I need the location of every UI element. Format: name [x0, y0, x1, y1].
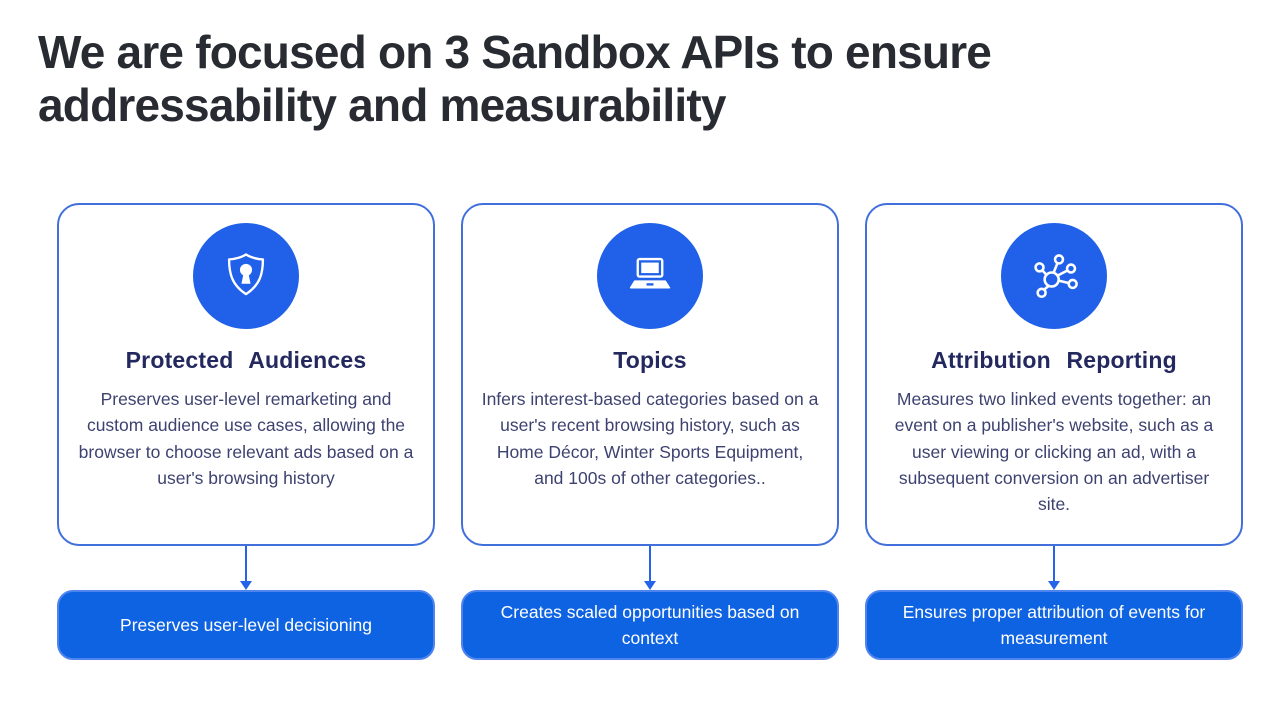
card-description: Measures two linked events together: an … [894, 389, 1214, 514]
outcome-box: Preserves user-level decisioning [57, 590, 435, 660]
card-description: Infers interest-based categories based o… [481, 389, 819, 488]
card-title: Topics [613, 347, 687, 373]
api-column-attribution-reporting: Attribution Reporting Measures two linke… [865, 203, 1243, 660]
arrow-head-icon [644, 581, 656, 590]
arrow-line [649, 546, 651, 582]
outcome-box: Ensures proper attribution of events for… [865, 590, 1243, 660]
api-column-protected-audiences: Protected Audiences Preserves user-level… [57, 203, 435, 660]
api-columns: Protected Audiences Preserves user-level… [57, 203, 1243, 660]
outcome-label: Ensures proper attribution of events for… [902, 601, 1206, 648]
outcome-label: Creates scaled opportunities based on co… [500, 601, 800, 648]
arrow-head-icon [240, 581, 252, 590]
api-card: Topics Infers interest-based categories … [461, 203, 839, 546]
arrow-head-icon [1048, 581, 1060, 590]
down-arrow [240, 546, 252, 590]
down-arrow [1048, 546, 1060, 590]
api-column-topics: Topics Infers interest-based categories … [461, 203, 839, 660]
arrow-line [1053, 546, 1055, 582]
outcome-label: Preserves user-level decisioning [120, 614, 372, 635]
shield-keyhole-icon [193, 223, 299, 329]
api-card: Protected Audiences Preserves user-level… [57, 203, 435, 546]
down-arrow [644, 546, 656, 590]
laptop-icon [597, 223, 703, 329]
slide-title: We are focused on 3 Sandbox APIs to ensu… [38, 26, 992, 131]
api-card: Attribution Reporting Measures two linke… [865, 203, 1243, 546]
arrow-line [245, 546, 247, 582]
card-title: Protected Audiences [125, 347, 367, 373]
outcome-box: Creates scaled opportunities based on co… [461, 590, 839, 660]
network-nodes-icon [1001, 223, 1107, 329]
card-description: Preserves user-level remarketing and cus… [78, 389, 414, 488]
card-title: Attribution Reporting [931, 347, 1177, 373]
